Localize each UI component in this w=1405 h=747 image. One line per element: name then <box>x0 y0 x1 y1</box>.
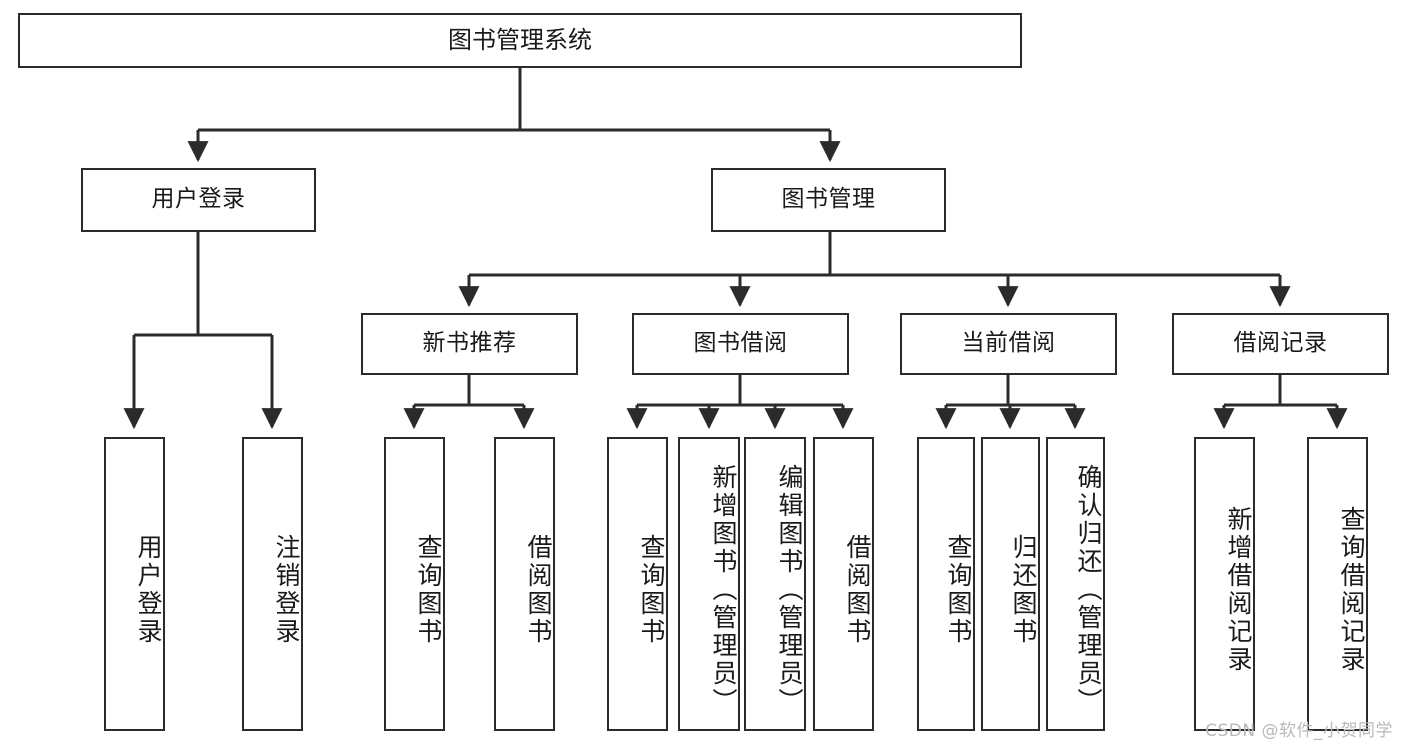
leaf-label: 查询图书 <box>637 534 666 646</box>
node-new-book-rec[interactable]: 新书推荐 <box>361 313 578 375</box>
leaf-label: 查询图书 <box>944 534 973 646</box>
leaf-query-record[interactable]: 查询借阅记录 <box>1307 437 1368 731</box>
leaf-label: 注销登录 <box>272 534 301 646</box>
leaf-label: 新增借阅记录 <box>1224 506 1253 674</box>
leaf-label: 借阅图书 <box>843 534 872 646</box>
leaf-user-login[interactable]: 用户登录 <box>104 437 165 731</box>
node-book-borrow[interactable]: 图书借阅 <box>632 313 849 375</box>
leaf-confirm-return[interactable]: 确认归还（管理员） <box>1046 437 1105 731</box>
node-current-borrow[interactable]: 当前借阅 <box>900 313 1117 375</box>
leaf-query-book-2[interactable]: 查询图书 <box>607 437 668 731</box>
leaf-label: 查询借阅记录 <box>1337 506 1366 674</box>
node-book-manage[interactable]: 图书管理 <box>711 168 946 232</box>
leaf-label: 借阅图书 <box>524 534 553 646</box>
node-borrow-record[interactable]: 借阅记录 <box>1172 313 1389 375</box>
leaf-return-book[interactable]: 归还图书 <box>981 437 1040 731</box>
leaf-add-record[interactable]: 新增借阅记录 <box>1194 437 1255 731</box>
leaf-label: 编辑图书（管理员） <box>775 464 804 716</box>
watermark: CSDN @软件_小贺同学 <box>1205 721 1393 741</box>
leaf-borrow-book-2[interactable]: 借阅图书 <box>813 437 874 731</box>
leaf-query-book-1[interactable]: 查询图书 <box>384 437 445 731</box>
leaf-borrow-book-1[interactable]: 借阅图书 <box>494 437 555 731</box>
leaf-query-book-3[interactable]: 查询图书 <box>917 437 975 731</box>
leaf-add-book[interactable]: 新增图书（管理员） <box>678 437 740 731</box>
node-root[interactable]: 图书管理系统 <box>18 13 1022 68</box>
leaf-label: 确认归还（管理员） <box>1074 464 1103 716</box>
leaf-label: 查询图书 <box>414 534 443 646</box>
leaf-edit-book[interactable]: 编辑图书（管理员） <box>744 437 806 731</box>
leaf-label: 新增图书（管理员） <box>709 464 738 716</box>
node-user-login[interactable]: 用户登录 <box>81 168 316 232</box>
leaf-label: 用户登录 <box>134 534 163 646</box>
leaf-user-logout[interactable]: 注销登录 <box>242 437 303 731</box>
leaf-label: 归还图书 <box>1009 534 1038 646</box>
